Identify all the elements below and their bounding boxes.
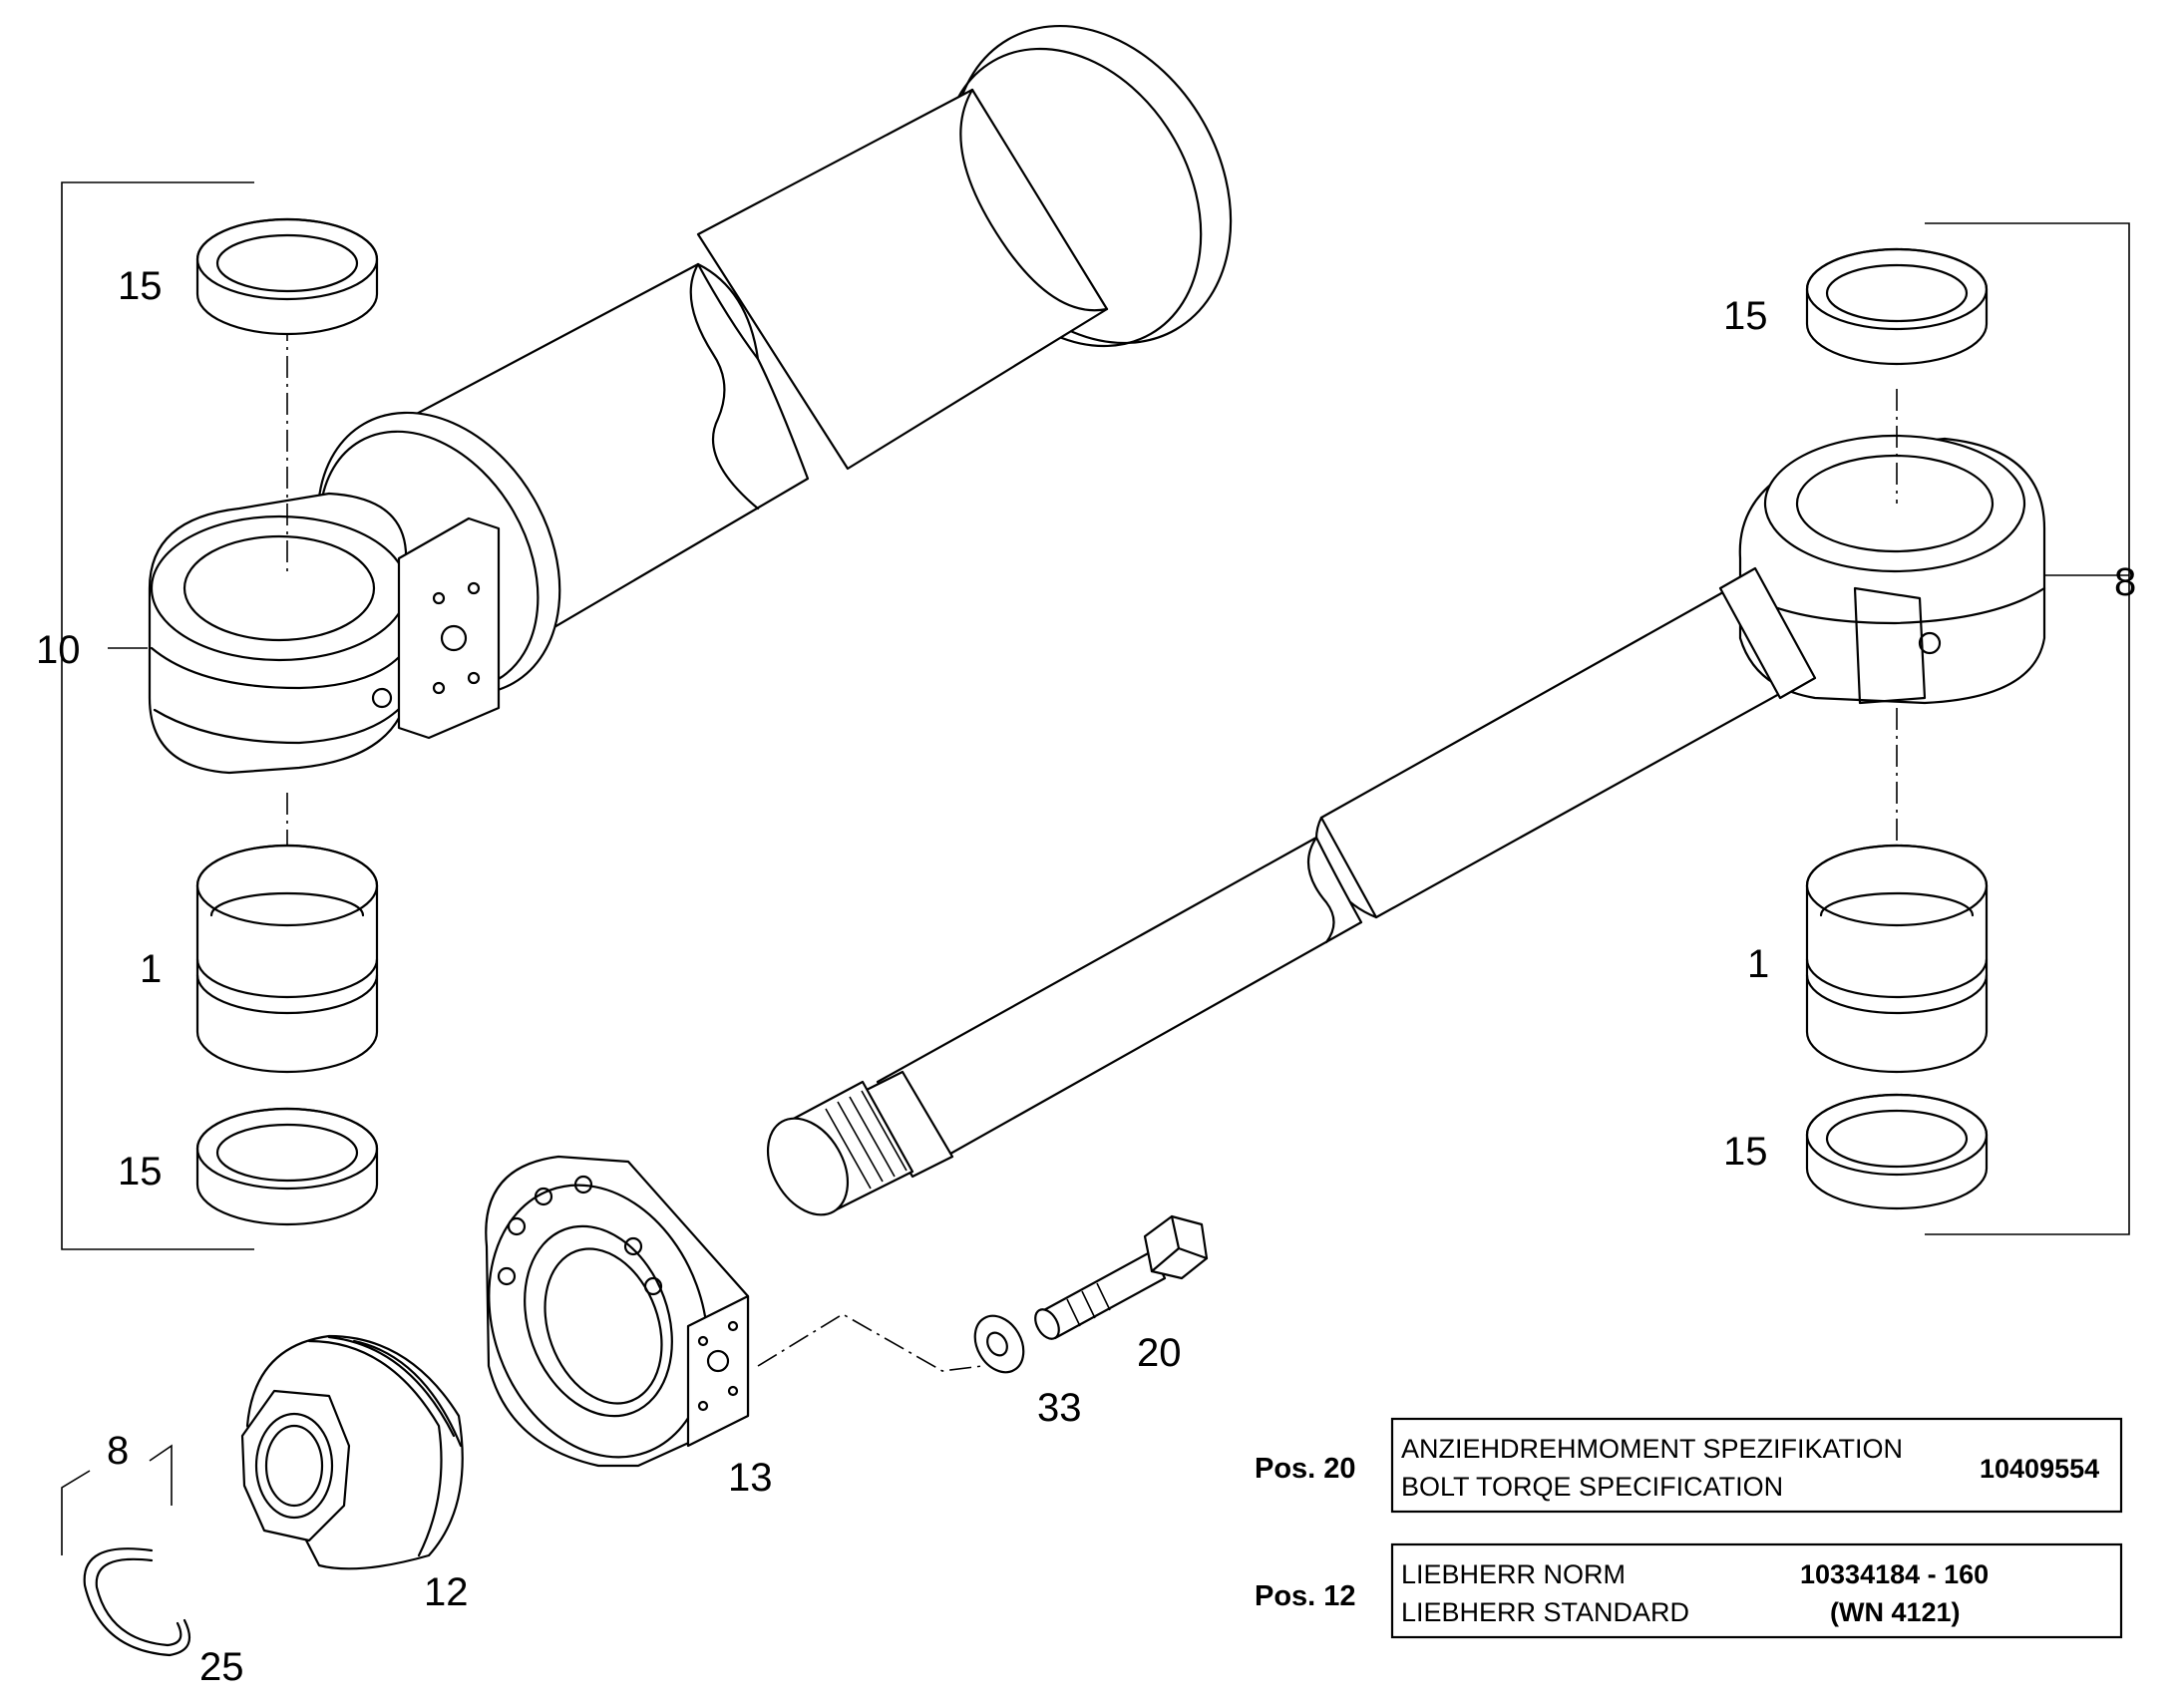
- note-pos-12-ref2: (WN 4121): [1830, 1597, 1961, 1627]
- note-pos-20-pos: Pos. 20: [1255, 1453, 1356, 1485]
- seal-ring-15-bottom-right: [1805, 1093, 1989, 1210]
- bushing-1-right: [1805, 844, 1989, 1074]
- label-12: 12: [424, 1570, 469, 1614]
- bolt-20: [1034, 1214, 1209, 1340]
- bushing-1-left: [195, 844, 379, 1074]
- label-15-bottom-right: 15: [1723, 1130, 1768, 1174]
- note-pos-12: Pos. 12 LIEBHERR NORM LIEBHERR STANDARD …: [1255, 1542, 2123, 1639]
- label-1-right: 1: [1747, 942, 1769, 986]
- note-pos-12-pos: Pos. 12: [1255, 1580, 1356, 1612]
- label-15-top-right: 15: [1723, 294, 1768, 338]
- label-15-top-left: 15: [118, 264, 163, 308]
- label-33: 33: [1037, 1386, 1082, 1430]
- label-25: 25: [199, 1645, 244, 1689]
- label-8-right: 8: [2114, 560, 2136, 604]
- label-13: 13: [728, 1456, 773, 1500]
- label-20: 20: [1137, 1331, 1182, 1375]
- note-pos-20-ref1: 10409554: [1980, 1454, 2099, 1484]
- piston-nut-12: [240, 1334, 464, 1570]
- label-8-clip: 8: [107, 1429, 129, 1473]
- bracket-10: [61, 181, 254, 1250]
- washer-33: [973, 1314, 1025, 1374]
- cylinder-barrel: [148, 24, 1233, 912]
- label-10: 10: [36, 628, 81, 672]
- cylinder-head-13: [485, 1155, 983, 1468]
- note-pos-12-line2: LIEBHERR STANDARD: [1401, 1597, 1689, 1627]
- seal-ring-15-top-right: [1805, 247, 1989, 366]
- seal-ring-15-bottom-left: [195, 1107, 379, 1226]
- note-pos-12-ref1: 10334184 - 160: [1800, 1559, 1989, 1589]
- note-pos-20-line2: BOLT TORQE SPECIFICATION: [1401, 1472, 1783, 1502]
- circlip-25: [61, 1444, 191, 1657]
- label-1-left: 1: [140, 947, 162, 991]
- piston-rod: [766, 389, 2046, 1216]
- label-15-bottom-left: 15: [118, 1150, 163, 1194]
- note-pos-20-line1: ANZIEHDREHMOMENT SPEZIFIKATION: [1401, 1434, 1903, 1464]
- note-pos-12-line1: LIEBHERR NORM: [1401, 1559, 1626, 1589]
- note-pos-20: Pos. 20 ANZIEHDREHMOMENT SPEZIFIKATION B…: [1255, 1417, 2123, 1514]
- bracket-8: [1925, 222, 2130, 1235]
- seal-ring-15-top-left: [195, 217, 379, 336]
